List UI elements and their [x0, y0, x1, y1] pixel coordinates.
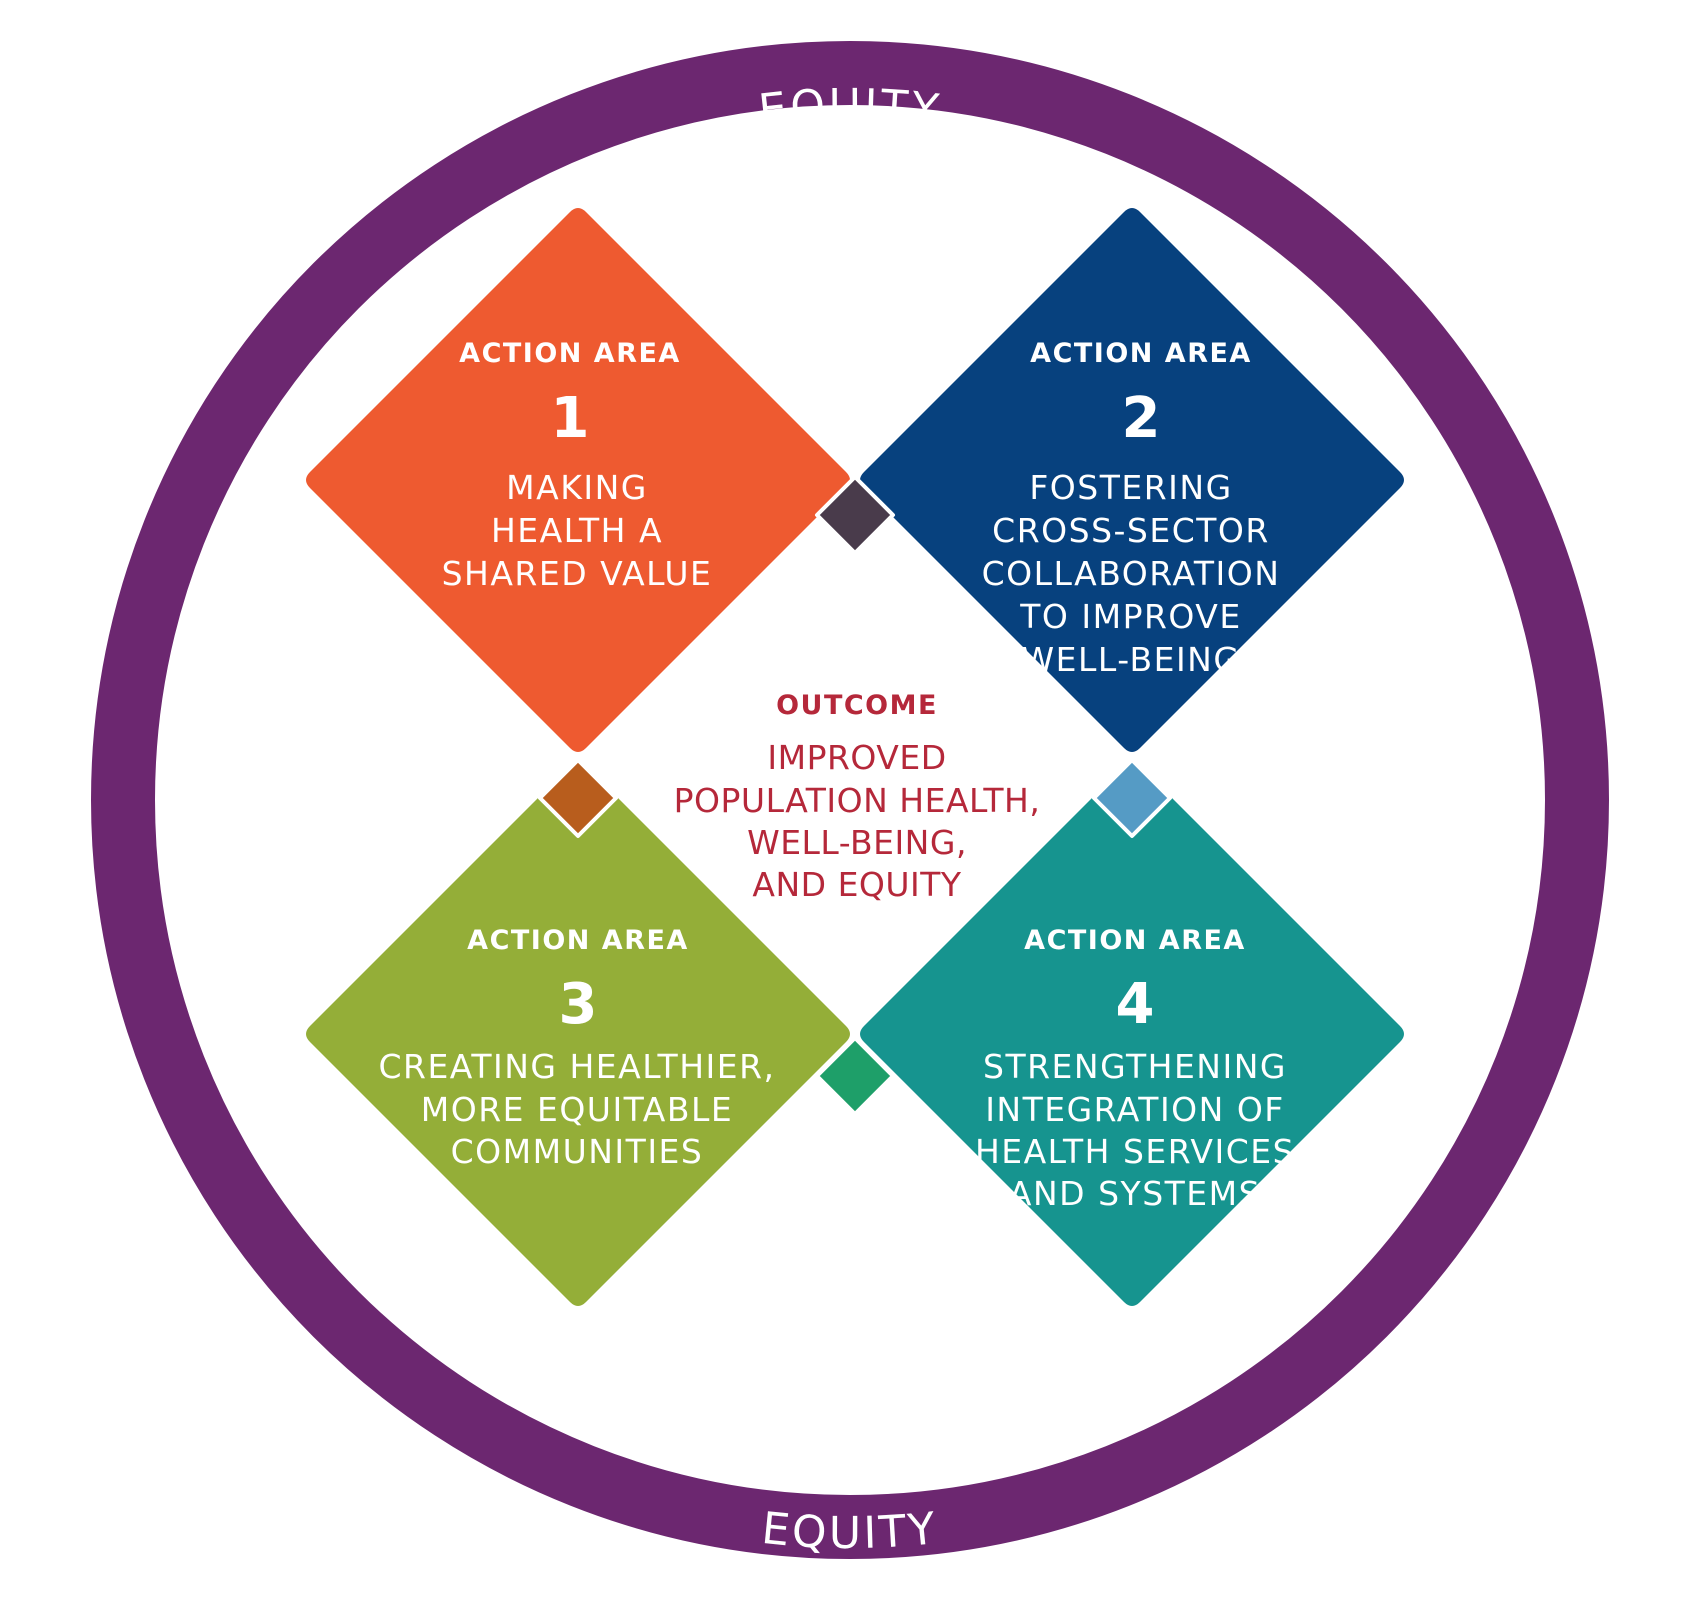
equity-ring — [91, 41, 1609, 1559]
action-area-4-title-line-4: AND SYSTEMS — [1009, 1174, 1261, 1213]
action-area-2-title-line-5: WELL-BEING — [1022, 640, 1241, 679]
outcome-label: OUTCOME — [776, 690, 938, 721]
action-area-2-title-line-3: COLLABORATION — [982, 554, 1281, 593]
action-area-1-shape — [306, 208, 850, 752]
action-area-4-shape — [860, 762, 1404, 1306]
outcome-line-1: IMPROVED — [767, 738, 946, 777]
action-area-3-shape — [306, 762, 850, 1306]
equity-label-top: EQUITY — [756, 80, 944, 137]
outcome-line-3: WELL-BEING, — [747, 823, 967, 862]
action-area-1-diamond — [306, 208, 850, 752]
action-area-2-title-line-4: TO IMPROVE — [1019, 597, 1241, 636]
action-area-2-diamond — [860, 208, 1404, 752]
action-area-1-label: ACTION AREA — [459, 338, 681, 369]
action-area-4-diamond — [860, 762, 1404, 1306]
action-area-4-title-line-1: STRENGTHENING — [983, 1047, 1287, 1086]
outcome-line-2: POPULATION HEALTH, — [674, 781, 1041, 820]
action-area-4-title-line-3: HEALTH SERVICES — [975, 1132, 1295, 1171]
action-area-1-number: 1 — [551, 386, 590, 451]
connector-diamond-left — [538, 758, 618, 838]
action-area-3-number: 3 — [559, 972, 598, 1037]
action-area-1-title-line-3: SHARED VALUE — [442, 554, 713, 593]
action-area-2-label: ACTION AREA — [1030, 338, 1252, 369]
action-area-2-title-line-2: CROSS-SECTOR — [992, 511, 1270, 550]
action-area-1-title-line-1: MAKING — [506, 468, 648, 507]
action-area-3-title-line-3: COMMUNITIES — [451, 1132, 704, 1171]
action-area-2-title-line-1: FOSTERING — [1029, 468, 1232, 507]
action-area-1-title-line-2: HEALTH A — [491, 511, 663, 550]
connector-diamond-top — [815, 475, 895, 555]
action-area-4-title-line-2: INTEGRATION OF — [985, 1090, 1285, 1129]
action-area-3-title-line-2: MORE EQUITABLE — [421, 1090, 733, 1129]
action-area-2-number: 2 — [1122, 386, 1161, 451]
outcome-line-4: AND EQUITY — [752, 865, 962, 904]
action-area-2-shape — [860, 208, 1404, 752]
connector-diamond-bottom — [815, 1036, 895, 1116]
equity-label-bottom: EQUITY — [759, 1503, 940, 1559]
connector-diamond-right — [1092, 758, 1172, 838]
action-area-3-label: ACTION AREA — [467, 925, 689, 956]
action-area-3-title-line-1: CREATING HEALTHIER, — [378, 1047, 775, 1086]
action-area-4-label: ACTION AREA — [1024, 925, 1246, 956]
action-area-4-number: 4 — [1116, 972, 1155, 1037]
action-area-3-diamond — [306, 762, 850, 1306]
